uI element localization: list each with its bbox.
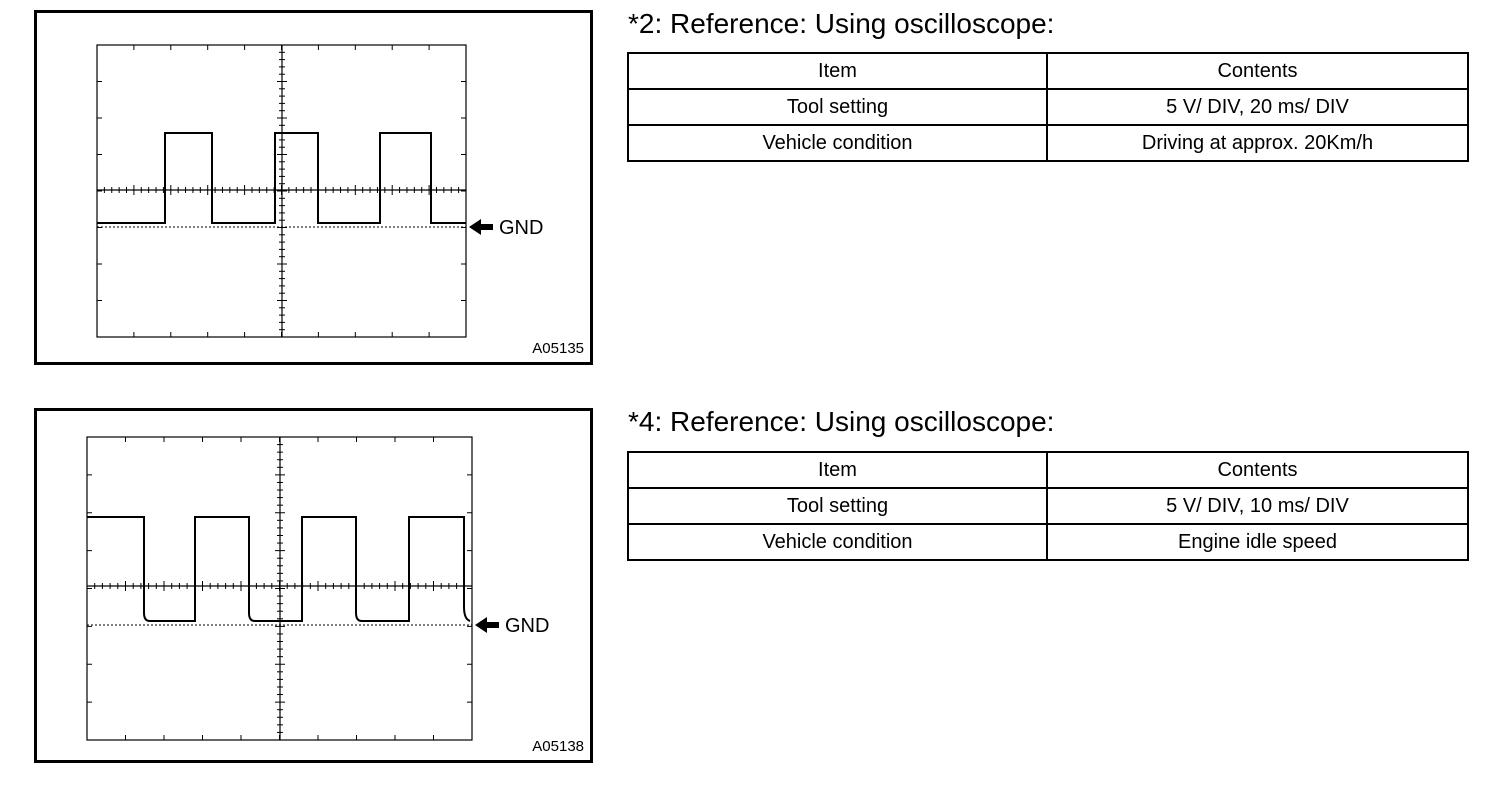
table-header-cell: Contents bbox=[1046, 451, 1469, 489]
reference-table: Item Contents Tool setting 5 V/ DIV, 20 … bbox=[627, 52, 1469, 162]
waveform-graph-1 bbox=[96, 44, 493, 338]
reference-table: Item Contents Tool setting 5 V/ DIV, 10 … bbox=[627, 451, 1469, 561]
gnd-label: GND bbox=[499, 217, 544, 239]
table-row: Vehicle condition Engine idle speed bbox=[627, 523, 1469, 561]
table-header-cell: Item bbox=[627, 451, 1048, 489]
section-heading: *2: Reference: Using oscilloscope: bbox=[628, 8, 1055, 39]
table-cell: Tool setting bbox=[627, 88, 1048, 126]
square-waveform bbox=[87, 516, 471, 622]
table-cell: Vehicle condition bbox=[627, 523, 1048, 561]
oscilloscope-figure-1: GND A05135 bbox=[34, 10, 593, 365]
oscilloscope-figure-2: GND A05138 bbox=[34, 408, 593, 763]
table-header-cell: Contents bbox=[1046, 52, 1469, 90]
table-cell: Engine idle speed bbox=[1046, 523, 1469, 561]
axis-ticks bbox=[86, 436, 473, 741]
gnd-arrow-icon bbox=[469, 219, 493, 235]
figure-code: A05135 bbox=[532, 340, 584, 357]
table-header-row: Item Contents bbox=[627, 451, 1469, 489]
table-row: Tool setting 5 V/ DIV, 10 ms/ DIV bbox=[627, 487, 1469, 525]
table-header-row: Item Contents bbox=[627, 52, 1469, 90]
table-cell: 5 V/ DIV, 10 ms/ DIV bbox=[1046, 487, 1469, 525]
table-row: Tool setting 5 V/ DIV, 20 ms/ DIV bbox=[627, 88, 1469, 126]
section-heading: *4: Reference: Using oscilloscope: bbox=[628, 406, 1055, 437]
figure-code: A05138 bbox=[532, 738, 584, 755]
gnd-arrow-icon bbox=[475, 617, 499, 633]
square-waveform bbox=[97, 132, 466, 224]
axis-ticks bbox=[96, 44, 467, 338]
table-cell: 5 V/ DIV, 20 ms/ DIV bbox=[1046, 88, 1469, 126]
waveform-graph-2 bbox=[86, 436, 499, 741]
gnd-label: GND bbox=[505, 615, 550, 637]
table-cell: Tool setting bbox=[627, 487, 1048, 525]
table-row: Vehicle condition Driving at approx. 20K… bbox=[627, 124, 1469, 162]
table-header-cell: Item bbox=[627, 52, 1048, 90]
table-cell: Driving at approx. 20Km/h bbox=[1046, 124, 1469, 162]
table-cell: Vehicle condition bbox=[627, 124, 1048, 162]
